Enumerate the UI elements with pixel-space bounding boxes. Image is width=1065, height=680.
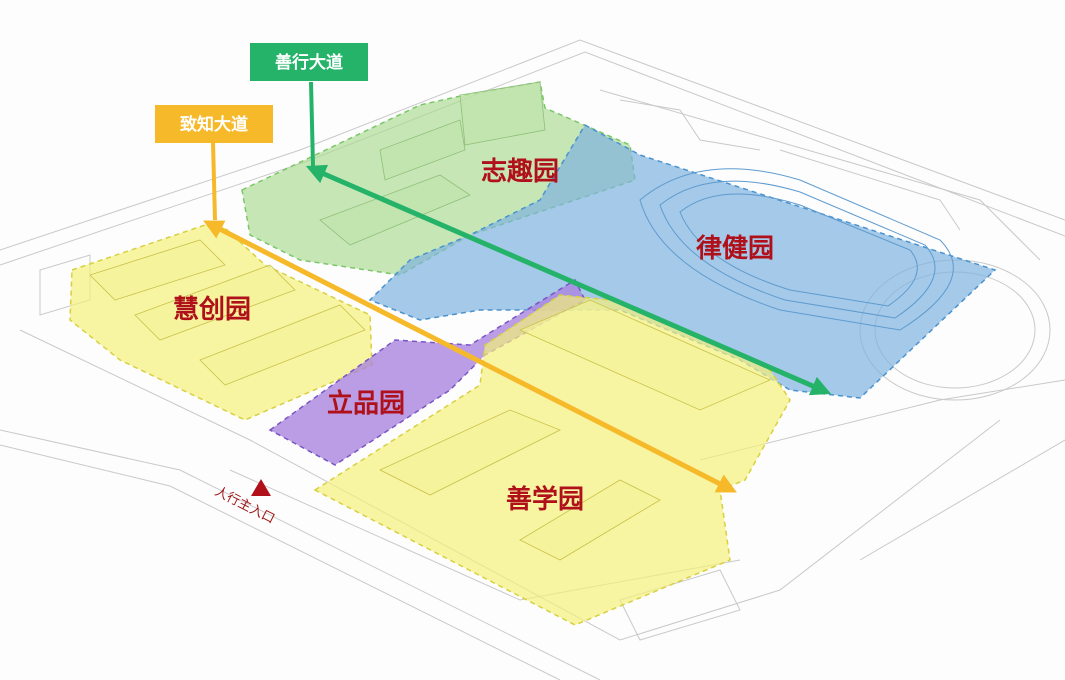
zhizhi-road-pointer [211,141,217,221]
zone-label-zhiqu: 志趣园 [481,157,559,187]
shanxing-road-text: 善行大道 [275,52,343,73]
entrance-marker-icon [251,479,271,496]
zone-label-huichuang: 慧创园 [173,295,251,325]
zone-label-shanxue: 善学园 [506,484,584,515]
zone-label-lipin: 立品园 [327,388,405,419]
zhizhi-road-text: 致知大道 [180,114,248,135]
zhizhi-road-label: 致知大道 [155,105,273,143]
shanxing-road-pointer [309,81,315,167]
shanxing-road-label: 善行大道 [250,43,368,81]
zone-label-lvjian: 律健园 [696,234,774,264]
zhizhi-road-arrow [203,220,737,493]
